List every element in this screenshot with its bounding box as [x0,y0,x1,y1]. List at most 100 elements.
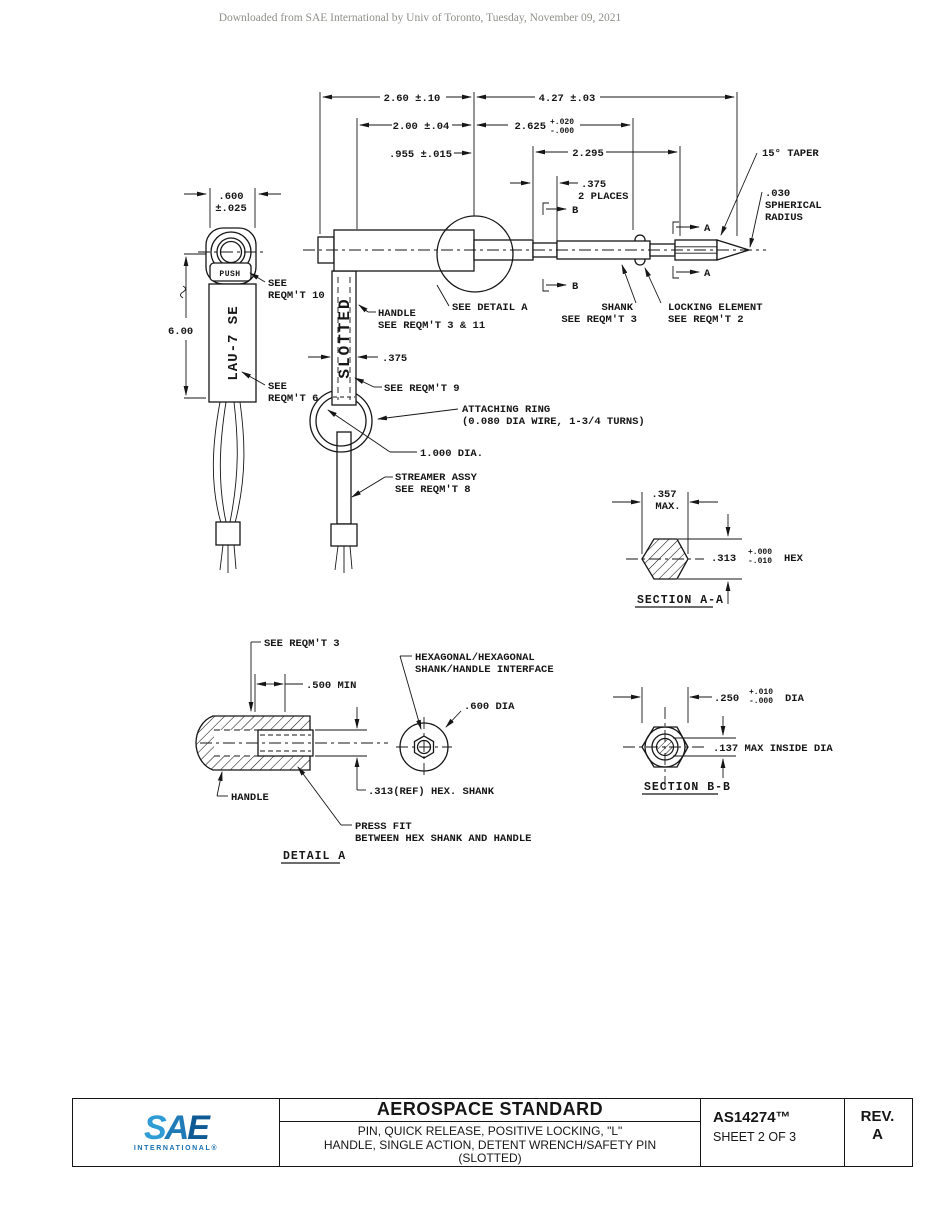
locking-element-callout-2: SEE REQM'T 2 [668,314,744,326]
sae-logo-subtext: INTERNATIONAL® [133,1145,219,1152]
section-a-mark-bottom: A [704,268,711,280]
section-cut-marks [542,202,700,292]
tag-marking: LAU-7 SE [226,305,242,380]
sae-logo: SAE [144,1111,210,1145]
streamer-crimp [330,523,358,547]
section-bb-title: SECTION B-B [644,781,731,794]
handle-callout-2: SEE REQM'T 3 & 11 [378,320,485,332]
pin-tag-view: .600 ±.025 PUSH LAU-7 SE [168,188,325,573]
detail-a-title: DETAIL A [283,850,346,863]
dim-250-suffix: DIA [785,693,805,705]
section-b-mark-bottom: B [572,281,579,293]
section-aa-title: SECTION A-A [637,594,724,607]
dim-250-value: .250 [714,693,739,705]
engineering-drawing-canvas: 2.60 ±.10 4.27 ±.03 2.00 ±.04 2.625 +.02… [168,92,833,864]
document-title-cell: AEROSPACE STANDARD PIN, QUICK RELEASE, P… [279,1099,701,1166]
section-a-mark-top: A [704,223,711,235]
dim-2-00: 2.00 ±.04 [393,121,450,133]
dim-2-625-tol-plus: +.020 [550,118,574,127]
see-detail-a-callout: SEE DETAIL A [452,302,528,314]
attaching-ring-assembly [309,389,373,573]
locking-element-callout-1: LOCKING ELEMENT [668,302,763,314]
press-fit-callout-1: PRESS FIT [355,821,412,833]
dim-375-tip-note: 2 PLACES [578,191,628,203]
hex-interface-callout-1: HEXAGONAL/HEXAGONAL [415,652,535,664]
dim-tag-length: 6.00 [168,326,193,338]
subtitle-line-1: PIN, QUICK RELEASE, POSITIVE LOCKING, "L… [357,1124,623,1138]
reqmt10-callout-2: REQM'T 10 [268,290,325,302]
dim-leg-width: .375 [382,353,407,365]
dim-2-625-tol-minus: -.000 [550,127,574,136]
hex-interface-view: HEXAGONAL/HEXAGONAL SHANK/HANDLE INTERFA… [396,652,554,777]
spherical-radius-label-1: SPHERICAL [765,200,822,212]
dim-250-tol-minus: -.000 [749,697,773,706]
sae-logo-cell: SAE INTERNATIONAL® [73,1099,279,1166]
dim-2-295: 2.295 [572,148,604,160]
handle-callout-1: HANDLE [378,308,416,320]
reqmt9-callout: SEE REQM'T 9 [384,383,460,395]
top-dimensions [322,94,735,186]
hex-interface-callout-2: SHANK/HANDLE INTERFACE [415,664,554,676]
document-subtitle: PIN, QUICK RELEASE, POSITIVE LOCKING, "L… [280,1122,700,1166]
attaching-ring-callout-1: ATTACHING RING [462,404,550,416]
sae-logo-a: A [164,1109,190,1147]
streamer-callout-1: STREAMER ASSY [395,472,478,484]
main-assembly-view: 2.60 ±.10 4.27 ±.03 2.00 ±.04 2.625 +.02… [303,92,822,573]
detail-a-circle [436,215,514,293]
spherical-radius-label-2: RADIUS [765,212,803,224]
dim-313-value: .313 [711,553,736,565]
lanyard-crimp [215,521,241,546]
revision-cell: REV. A [844,1099,910,1166]
sae-logo-e: E [187,1109,210,1147]
document-type-title: AEROSPACE STANDARD [280,1099,700,1122]
revision-value: A [872,1126,883,1143]
title-block: SAE INTERNATIONAL® AEROSPACE STANDARD PI… [72,1098,913,1167]
section-a-a: .357 MAX. .313 +.000 -.010 HEX SECTION A… [612,489,804,608]
dim-tag-width-tol: ±.025 [215,203,247,215]
extension-lines [319,92,738,241]
tag-body [208,283,257,403]
dim-2-625: 2.625 [514,121,546,133]
document-number-cell: AS14274™ SHEET 2 OF 3 [701,1099,844,1166]
dim-357-value: .357 [651,489,676,501]
dim-250-tol-plus: +.010 [749,688,773,697]
taper-callout: 15° TAPER [762,148,819,160]
handle-leg [331,270,357,406]
detail-reqmt3-callout: SEE REQM'T 3 [264,638,340,650]
revision-label: REV. [860,1108,895,1125]
handle-slotted-marking: SLOTTED [336,297,354,378]
section-b-mark-top: B [572,205,579,217]
dim-ring-dia: 1.000 DIA. [420,448,483,460]
subtitle-line-2: HANDLE, SINGLE ACTION, DETENT WRENCH/SAF… [323,1137,657,1152]
shank-callout-2: SEE REQM'T 3 [561,314,637,326]
dim-500-min: .500 MIN [306,680,356,692]
attaching-ring-callout-2: (0.080 DIA WIRE, 1-3/4 TURNS) [462,416,645,428]
reqmt10-callout-1: SEE [268,278,287,290]
shank-callout-1: SHANK [601,302,633,314]
reqmt6-callout-2: REQM'T 6 [268,393,318,405]
dim-955: .955 ±.015 [389,149,452,161]
pin-body [317,229,752,272]
spherical-radius-value: .030 [765,188,790,200]
dim-357-max: MAX. [655,501,680,513]
dim-137-inside-dia: .137 MAX INSIDE DIA [713,743,833,755]
handle-grip [333,229,475,272]
dim-313-tol-plus: +.000 [748,548,772,557]
detail-a-view: SEE REQM'T 3 .500 MIN .313(REF) HEX. SHA… [195,638,554,864]
reqmt6-callout-1: SEE [268,381,287,393]
press-fit-callout-2: BETWEEN HEX SHANK AND HANDLE [355,833,531,845]
dim-313-tol-minus: -.010 [748,557,772,566]
dim-600-dia: .600 DIA [464,701,515,713]
sheet-indicator: SHEET 2 OF 3 [713,1130,797,1144]
dim-313-suffix: HEX [784,553,804,565]
push-button [209,262,252,282]
dim-313-ref-shank: .313(REF) HEX. SHANK [368,786,495,798]
document-number: AS14274™ [713,1109,791,1126]
subtitle-line-3: (SLOTTED) [458,1151,522,1165]
dim-overall-shank: 4.27 ±.03 [539,93,596,105]
dim-tag-width: .600 [218,191,243,203]
dim-overall-upper: 2.60 ±.10 [384,93,441,105]
detail-handle-label: HANDLE [231,792,269,804]
dim-375-tip: .375 [581,179,606,191]
